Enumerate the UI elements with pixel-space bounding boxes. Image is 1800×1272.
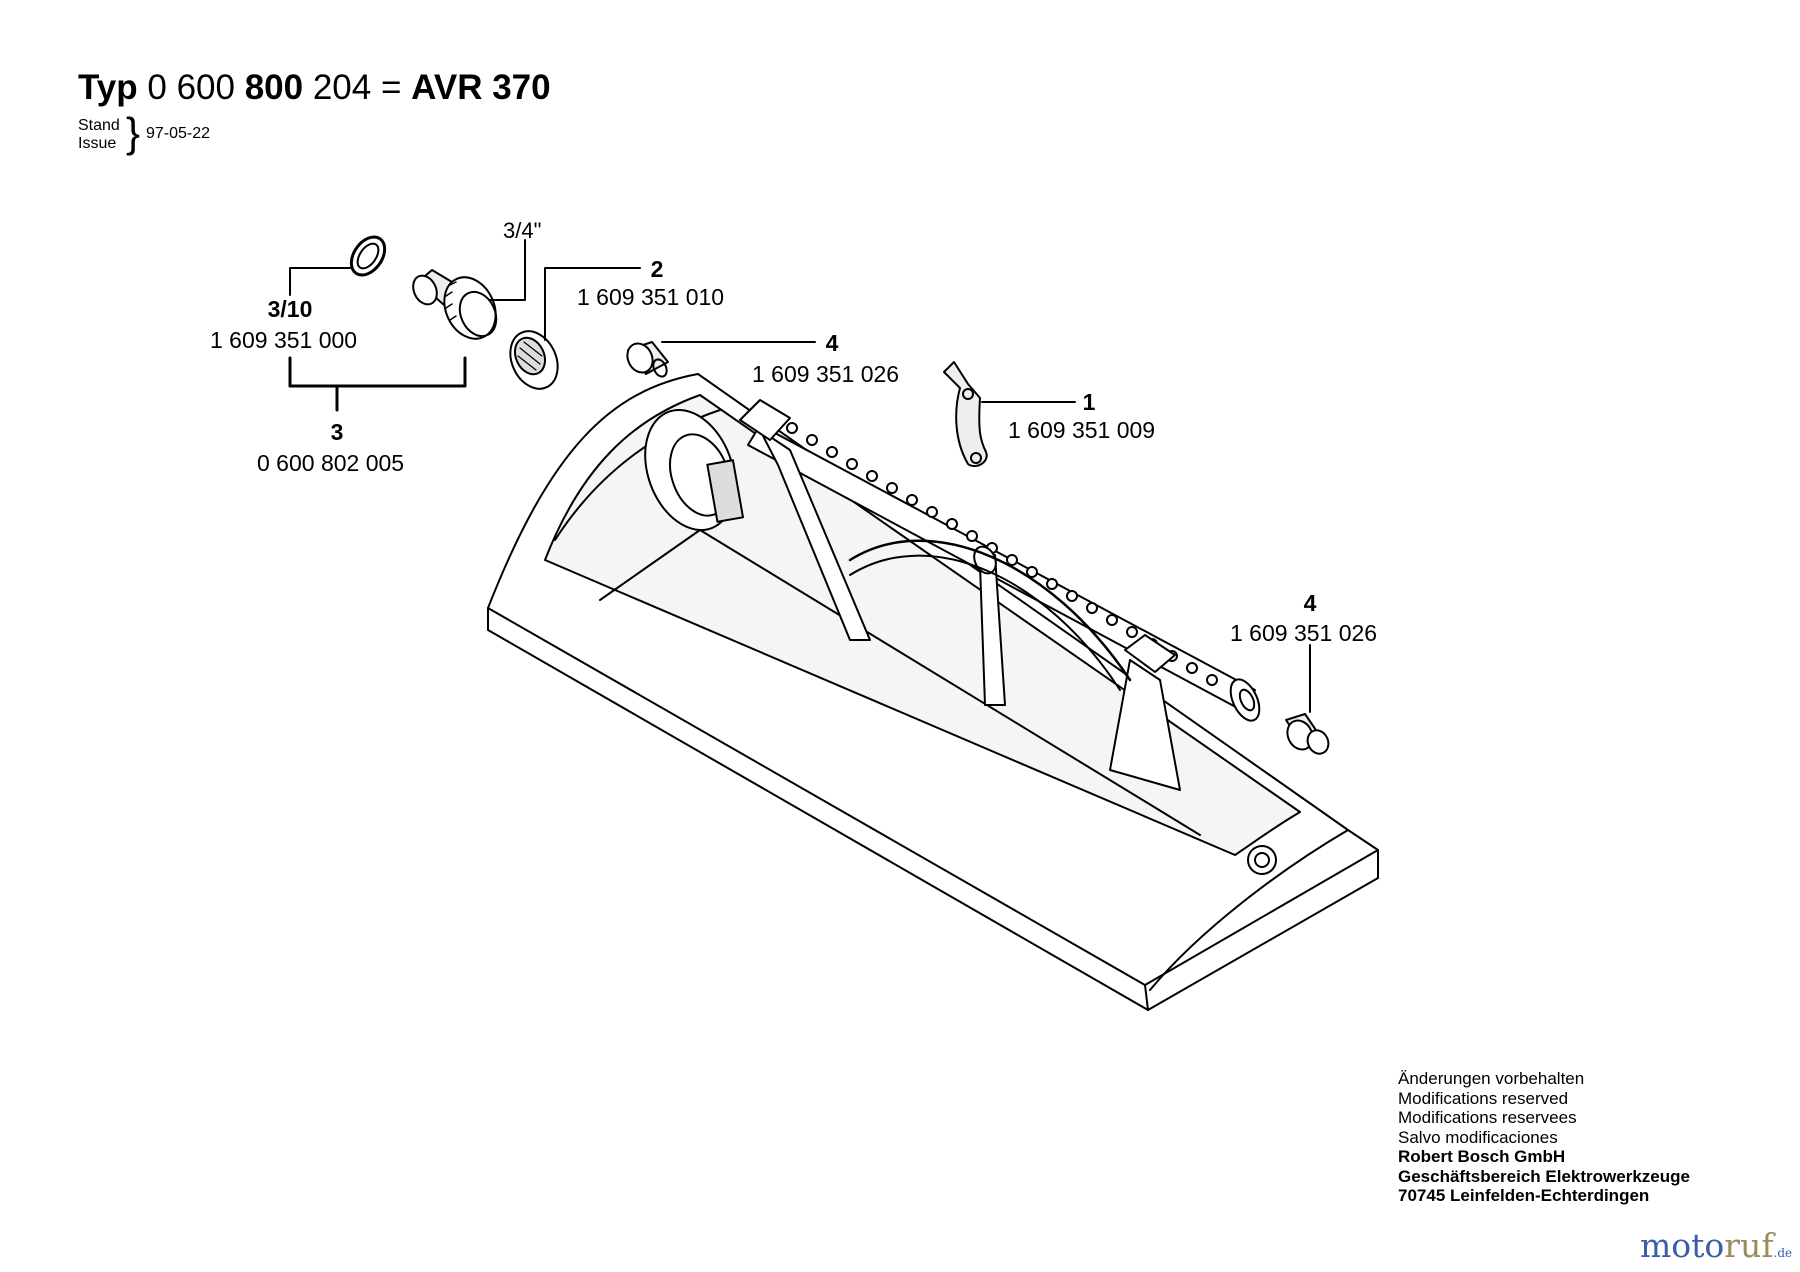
logo-suffix: .de [1773, 1246, 1793, 1260]
support-left [739, 399, 871, 641]
stand-issue-labels: Stand Issue [78, 117, 120, 153]
code-part-b: 800 [244, 68, 304, 107]
equals-sign: = [380, 68, 402, 107]
leader-filter [544, 267, 641, 341]
company-address: 70745 Leinfelden-Echterdingen [1398, 1186, 1650, 1205]
callout-plug-top-number: 4 [825, 330, 839, 356]
spray-tube [747, 424, 1261, 722]
plug-top-part [626, 341, 669, 378]
callout-lever-number: 1 [1082, 389, 1096, 415]
drive-housing [644, 408, 745, 532]
hose-connector-part [412, 269, 498, 340]
notes-block: Änderungen vorbehalten Modifications res… [1398, 1069, 1690, 1206]
filter-part [509, 330, 559, 390]
callout-plug-right-number: 4 [1303, 590, 1317, 616]
leader-thread [489, 239, 526, 301]
note-line: Modifications reserved [1398, 1088, 1569, 1108]
plug-right-part [1285, 713, 1330, 755]
callout-lever-part-no: 1 609 351 009 [1008, 417, 1156, 443]
company-name: Robert Bosch GmbH [1398, 1147, 1566, 1166]
support-right [1109, 634, 1181, 791]
lever-part [943, 361, 988, 468]
logo-part2: ruf [1724, 1226, 1774, 1265]
callout-plug-top-part-no: 1 609 351 026 [752, 361, 900, 387]
typ-label: Typ [78, 68, 138, 107]
note-line: Salvo modificaciones [1398, 1127, 1558, 1147]
connector-set-bracket [288, 356, 467, 388]
company-division: Geschäftsbereich Elektrowerkzeuge [1398, 1166, 1690, 1186]
callout-filter-number: 2 [650, 256, 664, 282]
note-line: Modifications reservees [1398, 1108, 1577, 1127]
callout-thread-size: 3/4" [503, 218, 542, 243]
note-line: Änderungen vorbehalten [1398, 1069, 1585, 1088]
callout-connector-set-number: 3 [330, 419, 344, 445]
issue-label: Issue [78, 135, 117, 152]
callout-filter-part-no: 1 609 351 010 [577, 284, 725, 310]
oscillating-arc [848, 539, 1132, 682]
callout-connector-set-part-no: 0 600 802 005 [257, 450, 405, 476]
code-part-c: 204 [312, 68, 372, 107]
callout-plug-right-part-no: 1 609 351 026 [1230, 620, 1378, 646]
end-cap-right [1247, 845, 1277, 875]
site-logo: motoruf.de [1640, 1226, 1792, 1265]
o-ring-part [349, 235, 387, 277]
issue-date: 97-05-22 [146, 125, 211, 142]
leader-o-ring [289, 267, 351, 296]
brace-glyph: } [126, 109, 141, 156]
code-part-a: 0 600 [147, 68, 235, 107]
model-title: Typ 0 600 800 204 = AVR 370 [78, 68, 551, 108]
model-name: AVR 370 [411, 68, 551, 107]
logo-part1: moto [1640, 1226, 1725, 1265]
callout-o-ring-part-no: 1 609 351 000 [210, 327, 358, 353]
callout-o-ring-number: 3/10 [267, 296, 313, 322]
stand-label: Stand [78, 117, 120, 134]
